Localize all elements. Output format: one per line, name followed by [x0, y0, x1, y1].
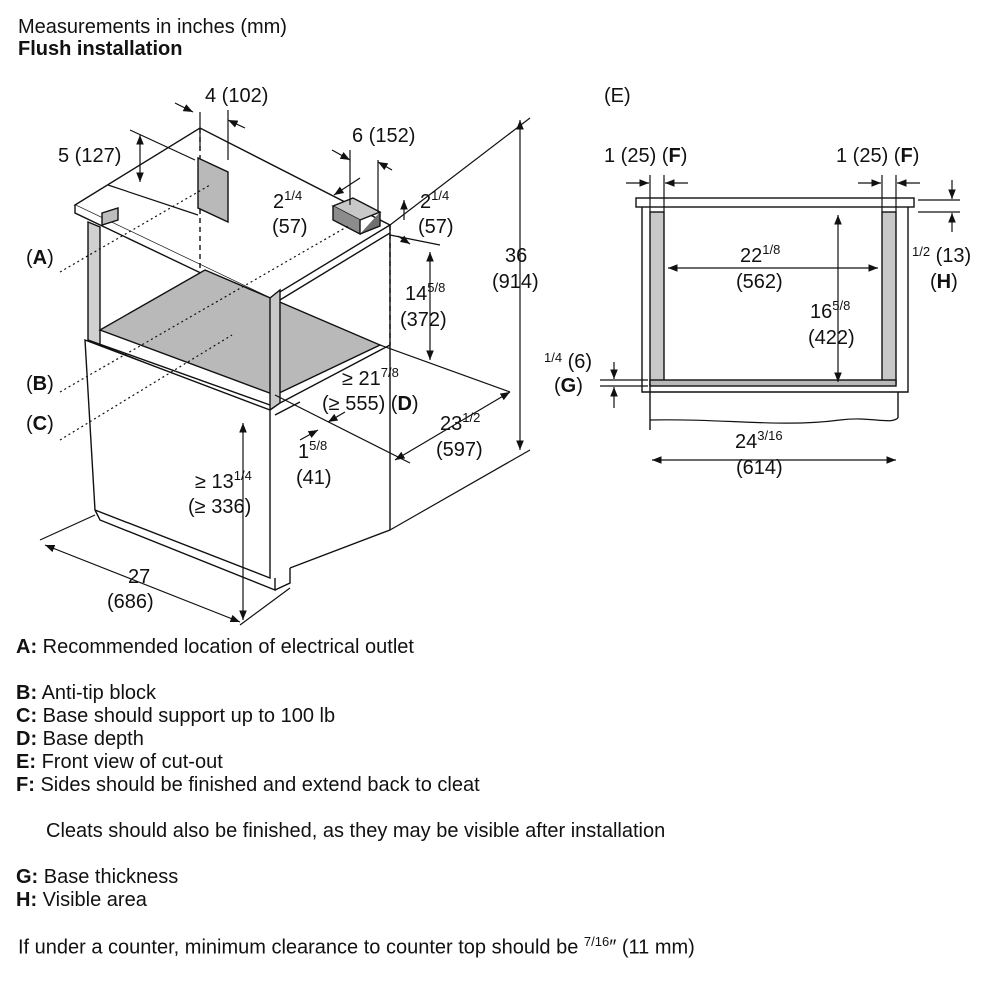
dim-opening-height: 145/8 [405, 280, 445, 305]
dim-outer-width-mm: (614) [736, 457, 783, 479]
dim-cabinet-width-mm: (686) [107, 591, 154, 613]
dim-base-height-mm: (≥ 336) [188, 496, 251, 518]
right-side-panel [881, 211, 897, 385]
base-panel [649, 379, 897, 387]
counter-clearance-note: If under a counter, minimum clearance to… [18, 934, 695, 959]
dim-inner-height-mm: (422) [808, 327, 855, 349]
cabinet-drawing [73, 127, 392, 592]
dim-visible-area: 1/2 (13) [912, 244, 971, 267]
electrical-outlet-a [197, 156, 229, 224]
legend-item-f: F: Sides should be finished and extend b… [16, 774, 480, 796]
units-caption: Measurements in inches (mm) [18, 16, 287, 38]
legend-item-g: G: Base thickness [16, 866, 179, 888]
dim-inner-height: 165/8 [810, 298, 850, 323]
dim-base-thickness: 1/4 (6) [544, 350, 592, 373]
dim-cabinet-width: 27 [128, 566, 150, 588]
callout-g: (G) [554, 375, 583, 397]
legend-item-a: A: Recommended location of electrical ou… [16, 636, 414, 658]
dim-block-offset-a: 21/4 [273, 188, 302, 213]
cabinet-lower-front [84, 338, 271, 580]
legend-item-b: B: Anti-tip block [16, 682, 157, 704]
dim-cabinet-depth-mm: (597) [436, 439, 483, 461]
cabinet-right-post [269, 288, 281, 412]
page-title: Flush installation [18, 38, 183, 60]
cabinet-left-wall [87, 220, 101, 347]
callout-b: (B) [26, 373, 54, 395]
legend-item-h: H: Visible area [16, 889, 147, 911]
dim-base-depth: ≥ 217/8 [342, 365, 399, 390]
legend-item-c: C: Base should support up to 100 lb [16, 705, 336, 727]
dim-side-left: 1 (25) (F) [604, 145, 687, 167]
dim-cabinet-depth: 231/2 [440, 410, 480, 435]
cleats-note: Cleats should also be finished, as they … [46, 820, 666, 842]
dim-total-height-mm: (914) [492, 271, 539, 293]
dim-total-height: 36 [505, 245, 527, 267]
dim-front-offset-mm: (41) [296, 467, 332, 489]
callout-e: (E) [604, 85, 631, 107]
legend-item-e: E: Front view of cut-out [16, 751, 223, 773]
dim-block-offset-a-mm: (57) [272, 216, 308, 238]
dim-front-offset: 15/8 [298, 438, 327, 463]
dim-opening-height-mm: (372) [400, 309, 447, 331]
front-view-drawing [635, 197, 915, 430]
dim-side-right: 1 (25) (F) [836, 145, 919, 167]
dim-inner-width-mm: (562) [736, 271, 783, 293]
legend-item-d: D: Base depth [16, 728, 144, 750]
left-side-panel [649, 211, 665, 385]
dim-block-offset-b-mm: (57) [418, 216, 454, 238]
dim-base-height: ≥ 131/4 [195, 468, 252, 493]
installation-diagram: 4 (102) 5 (127) 6 (152) 21/4 (57) 21/4 (… [26, 85, 971, 626]
dim-outlet-width: 4 (102) [205, 85, 268, 107]
dim-block-width: 6 (152) [352, 125, 415, 147]
dim-base-depth-mm: (≥ 555) (D) [322, 393, 419, 415]
callout-a: (A) [26, 247, 54, 269]
dim-inner-width: 221/8 [740, 242, 780, 267]
callout-h: (H) [930, 271, 958, 293]
dim-block-offset-b: 21/4 [420, 188, 449, 213]
dim-outlet-height: 5 (127) [58, 145, 121, 167]
dim-outer-width: 243/16 [735, 428, 783, 453]
callout-c: (C) [26, 413, 54, 435]
